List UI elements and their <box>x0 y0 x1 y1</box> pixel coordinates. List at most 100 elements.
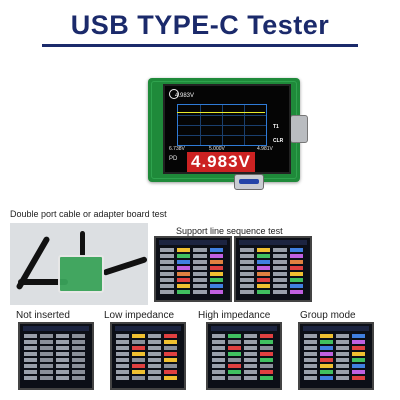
pin-cell <box>240 266 254 270</box>
pin-cell <box>148 340 161 344</box>
pin-cell <box>320 352 333 356</box>
pin-row <box>24 352 88 356</box>
pin-cell <box>56 346 69 350</box>
pin-cell <box>304 370 317 374</box>
pin-cell <box>116 358 129 362</box>
pin-cell <box>176 284 190 288</box>
pin-cell <box>320 334 333 338</box>
pin-cell <box>228 346 241 350</box>
pin-cell <box>176 290 190 294</box>
pin-cell <box>304 334 317 338</box>
pin-row <box>212 352 276 356</box>
pin-cell <box>193 290 207 294</box>
pin-cell <box>244 364 257 368</box>
pin-cell <box>352 340 365 344</box>
usb-cable <box>80 231 85 257</box>
pin-cell <box>212 376 225 380</box>
pin-cell <box>176 260 190 264</box>
pin-cell <box>164 364 177 368</box>
right-reading: 4.981V <box>257 146 273 152</box>
pin-cell <box>256 290 270 294</box>
pin-cell <box>72 346 85 350</box>
pin-cell <box>164 334 177 338</box>
pin-cell <box>176 266 190 270</box>
pin-cell <box>24 346 37 350</box>
pin-cell <box>320 364 333 368</box>
pin-cell <box>176 278 190 282</box>
pin-cell <box>304 352 317 356</box>
pin-cell <box>352 352 365 356</box>
pin-cell <box>132 376 145 380</box>
pin-cell <box>228 340 241 344</box>
pin-cell <box>24 352 37 356</box>
pin-cell <box>289 266 303 270</box>
pin-cell <box>352 370 365 374</box>
pin-cell <box>193 266 207 270</box>
pin-row <box>240 248 306 252</box>
pin-cell <box>304 376 317 380</box>
usb-cable <box>18 279 68 285</box>
pin-row <box>212 370 276 374</box>
screen-group-mode <box>298 322 374 390</box>
pin-cell <box>193 284 207 288</box>
pin-row <box>240 278 306 282</box>
pin-row <box>304 376 368 380</box>
pin-row <box>24 340 88 344</box>
page-title: USB TYPE-C Tester <box>70 10 330 40</box>
pin-cell <box>244 340 257 344</box>
pin-cell <box>164 376 177 380</box>
screen-header <box>23 326 89 331</box>
pin-cell <box>289 284 303 288</box>
pin-cell <box>132 358 145 362</box>
pin-row <box>240 260 306 264</box>
pin-cell <box>160 272 174 276</box>
top-reading: 4.983V <box>175 93 195 99</box>
pin-cell <box>320 346 333 350</box>
pin-row <box>304 352 368 356</box>
pin-cell <box>116 346 129 350</box>
pin-cell <box>320 358 333 362</box>
pin-row <box>116 358 180 362</box>
pin-cell <box>40 334 53 338</box>
pin-cell <box>256 278 270 282</box>
pin-cell <box>304 340 317 344</box>
pin-cell <box>260 358 273 362</box>
pin-cell <box>336 358 349 362</box>
pin-cell <box>148 364 161 368</box>
pin-row <box>160 284 226 288</box>
pin-cell <box>256 248 270 252</box>
pin-cell <box>40 376 53 380</box>
pin-cell <box>244 376 257 380</box>
pin-row <box>212 340 276 344</box>
pin-cell <box>72 352 85 356</box>
pin-cell <box>116 370 129 374</box>
pin-cell <box>148 346 161 350</box>
pin-cell <box>40 370 53 374</box>
pin-cell <box>336 370 349 374</box>
pin-cell <box>256 266 270 270</box>
pin-cell <box>24 370 37 374</box>
pin-cell <box>352 358 365 362</box>
pin-cell <box>320 376 333 380</box>
pin-cell <box>56 340 69 344</box>
pin-row <box>212 376 276 380</box>
pin-cell <box>260 376 273 380</box>
pin-row <box>240 272 306 276</box>
pin-cell <box>260 352 273 356</box>
mid-reading: 5.000V <box>209 146 225 152</box>
pin-cell <box>176 248 190 252</box>
pin-cell <box>209 284 223 288</box>
pin-cell <box>160 266 174 270</box>
pin-row <box>116 334 180 338</box>
pin-cell <box>116 340 129 344</box>
pin-cell <box>289 260 303 264</box>
pin-row <box>160 266 226 270</box>
side-label-t1: T1 <box>273 124 279 130</box>
pin-cell <box>164 370 177 374</box>
pin-cell <box>164 340 177 344</box>
screen-high-impedance <box>206 322 282 390</box>
pin-cell <box>228 370 241 374</box>
pin-row <box>212 358 276 362</box>
title-underline <box>42 44 358 47</box>
pin-cell <box>132 340 145 344</box>
